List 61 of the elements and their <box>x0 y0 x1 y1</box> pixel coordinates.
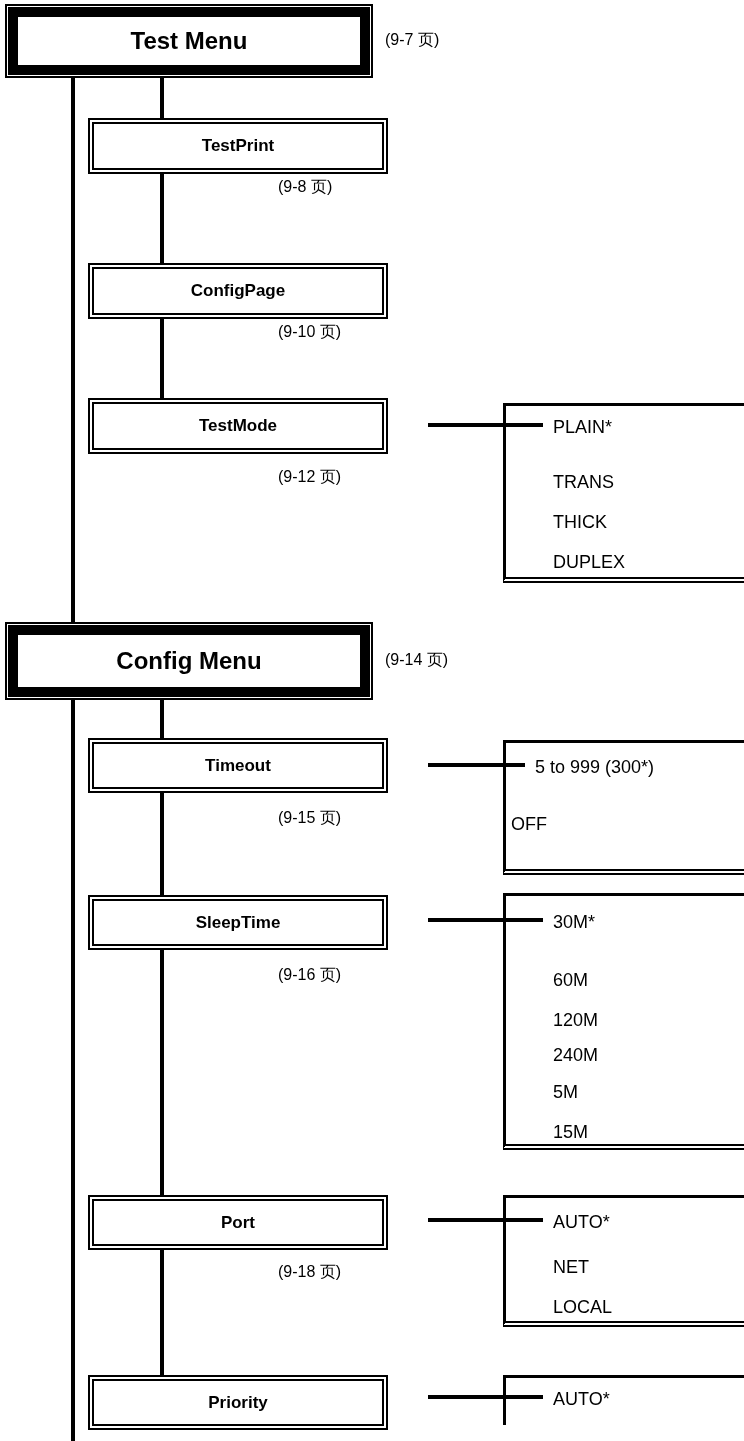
option-value: OFF <box>511 815 547 835</box>
page-reference: (9-12 页) <box>278 466 342 487</box>
connector-line <box>428 423 543 427</box>
connector-line <box>160 793 164 895</box>
menu-item-box <box>88 895 388 950</box>
option-value: 60M <box>553 971 588 991</box>
option-value: AUTO* <box>553 1390 610 1410</box>
page-reference: (9-14 页) <box>385 649 449 670</box>
connector-line <box>160 1250 164 1375</box>
menu-item-label: Port <box>221 1212 255 1233</box>
connector-line <box>428 763 525 767</box>
page-reference: (9-15 页) <box>278 807 342 828</box>
menu-title: Config Menu <box>116 647 262 675</box>
connector-line <box>71 75 75 625</box>
page-reference: (9-8 页) <box>278 176 333 197</box>
menu-item-label: TestMode <box>198 416 278 436</box>
menu-item-label: ConfigPage <box>190 281 286 301</box>
connector-line <box>160 319 164 398</box>
option-value: 15M <box>553 1123 588 1143</box>
connector-line <box>160 75 164 118</box>
options-box <box>503 1375 744 1425</box>
option-value: TRANS <box>553 473 614 493</box>
option-value: PLAIN* <box>553 418 613 438</box>
options-box <box>503 893 744 1150</box>
connector-line <box>428 918 543 922</box>
connector-line <box>428 1218 543 1222</box>
menu-item-box <box>88 1375 388 1430</box>
menu-item-label: TestPrint <box>201 136 275 156</box>
option-value: 5M <box>553 1083 578 1103</box>
menu-item-box <box>88 398 388 454</box>
options-box <box>503 403 744 583</box>
menu-item-box <box>88 263 388 319</box>
menu-item-label: SleepTime <box>195 912 281 933</box>
page-reference: (9-10 页) <box>278 321 342 342</box>
menu-item-box <box>88 1195 388 1250</box>
menu-item-box <box>88 118 388 174</box>
menu-item-label: Priority <box>208 1392 268 1413</box>
connector-line <box>160 950 164 1195</box>
option-value: NET <box>553 1258 589 1278</box>
option-value: 5 to 999 (300*) <box>535 758 655 778</box>
page-reference: (9-18 页) <box>278 1261 342 1282</box>
menu-box <box>8 7 370 75</box>
option-value: LOCAL <box>553 1298 613 1318</box>
page-reference: (9-16 页) <box>278 964 342 985</box>
options-box <box>503 740 744 875</box>
menu-box <box>8 625 370 697</box>
option-value: DUPLEX <box>553 553 626 573</box>
connector-line <box>160 174 164 263</box>
option-value: 120M <box>553 1011 599 1031</box>
option-value: 30M* <box>553 913 596 933</box>
menu-item-box <box>88 738 388 793</box>
connector-line <box>428 1395 543 1399</box>
connector-line <box>160 697 164 738</box>
menu-title: Test Menu <box>130 27 248 55</box>
connector-line <box>71 697 75 1441</box>
option-value: AUTO* <box>553 1213 610 1233</box>
option-value: 240M <box>553 1046 599 1066</box>
option-value: THICK <box>553 513 607 533</box>
menu-item-label: Timeout <box>205 755 271 776</box>
page-reference: (9-7 页) <box>385 29 440 50</box>
options-box <box>503 1195 744 1327</box>
